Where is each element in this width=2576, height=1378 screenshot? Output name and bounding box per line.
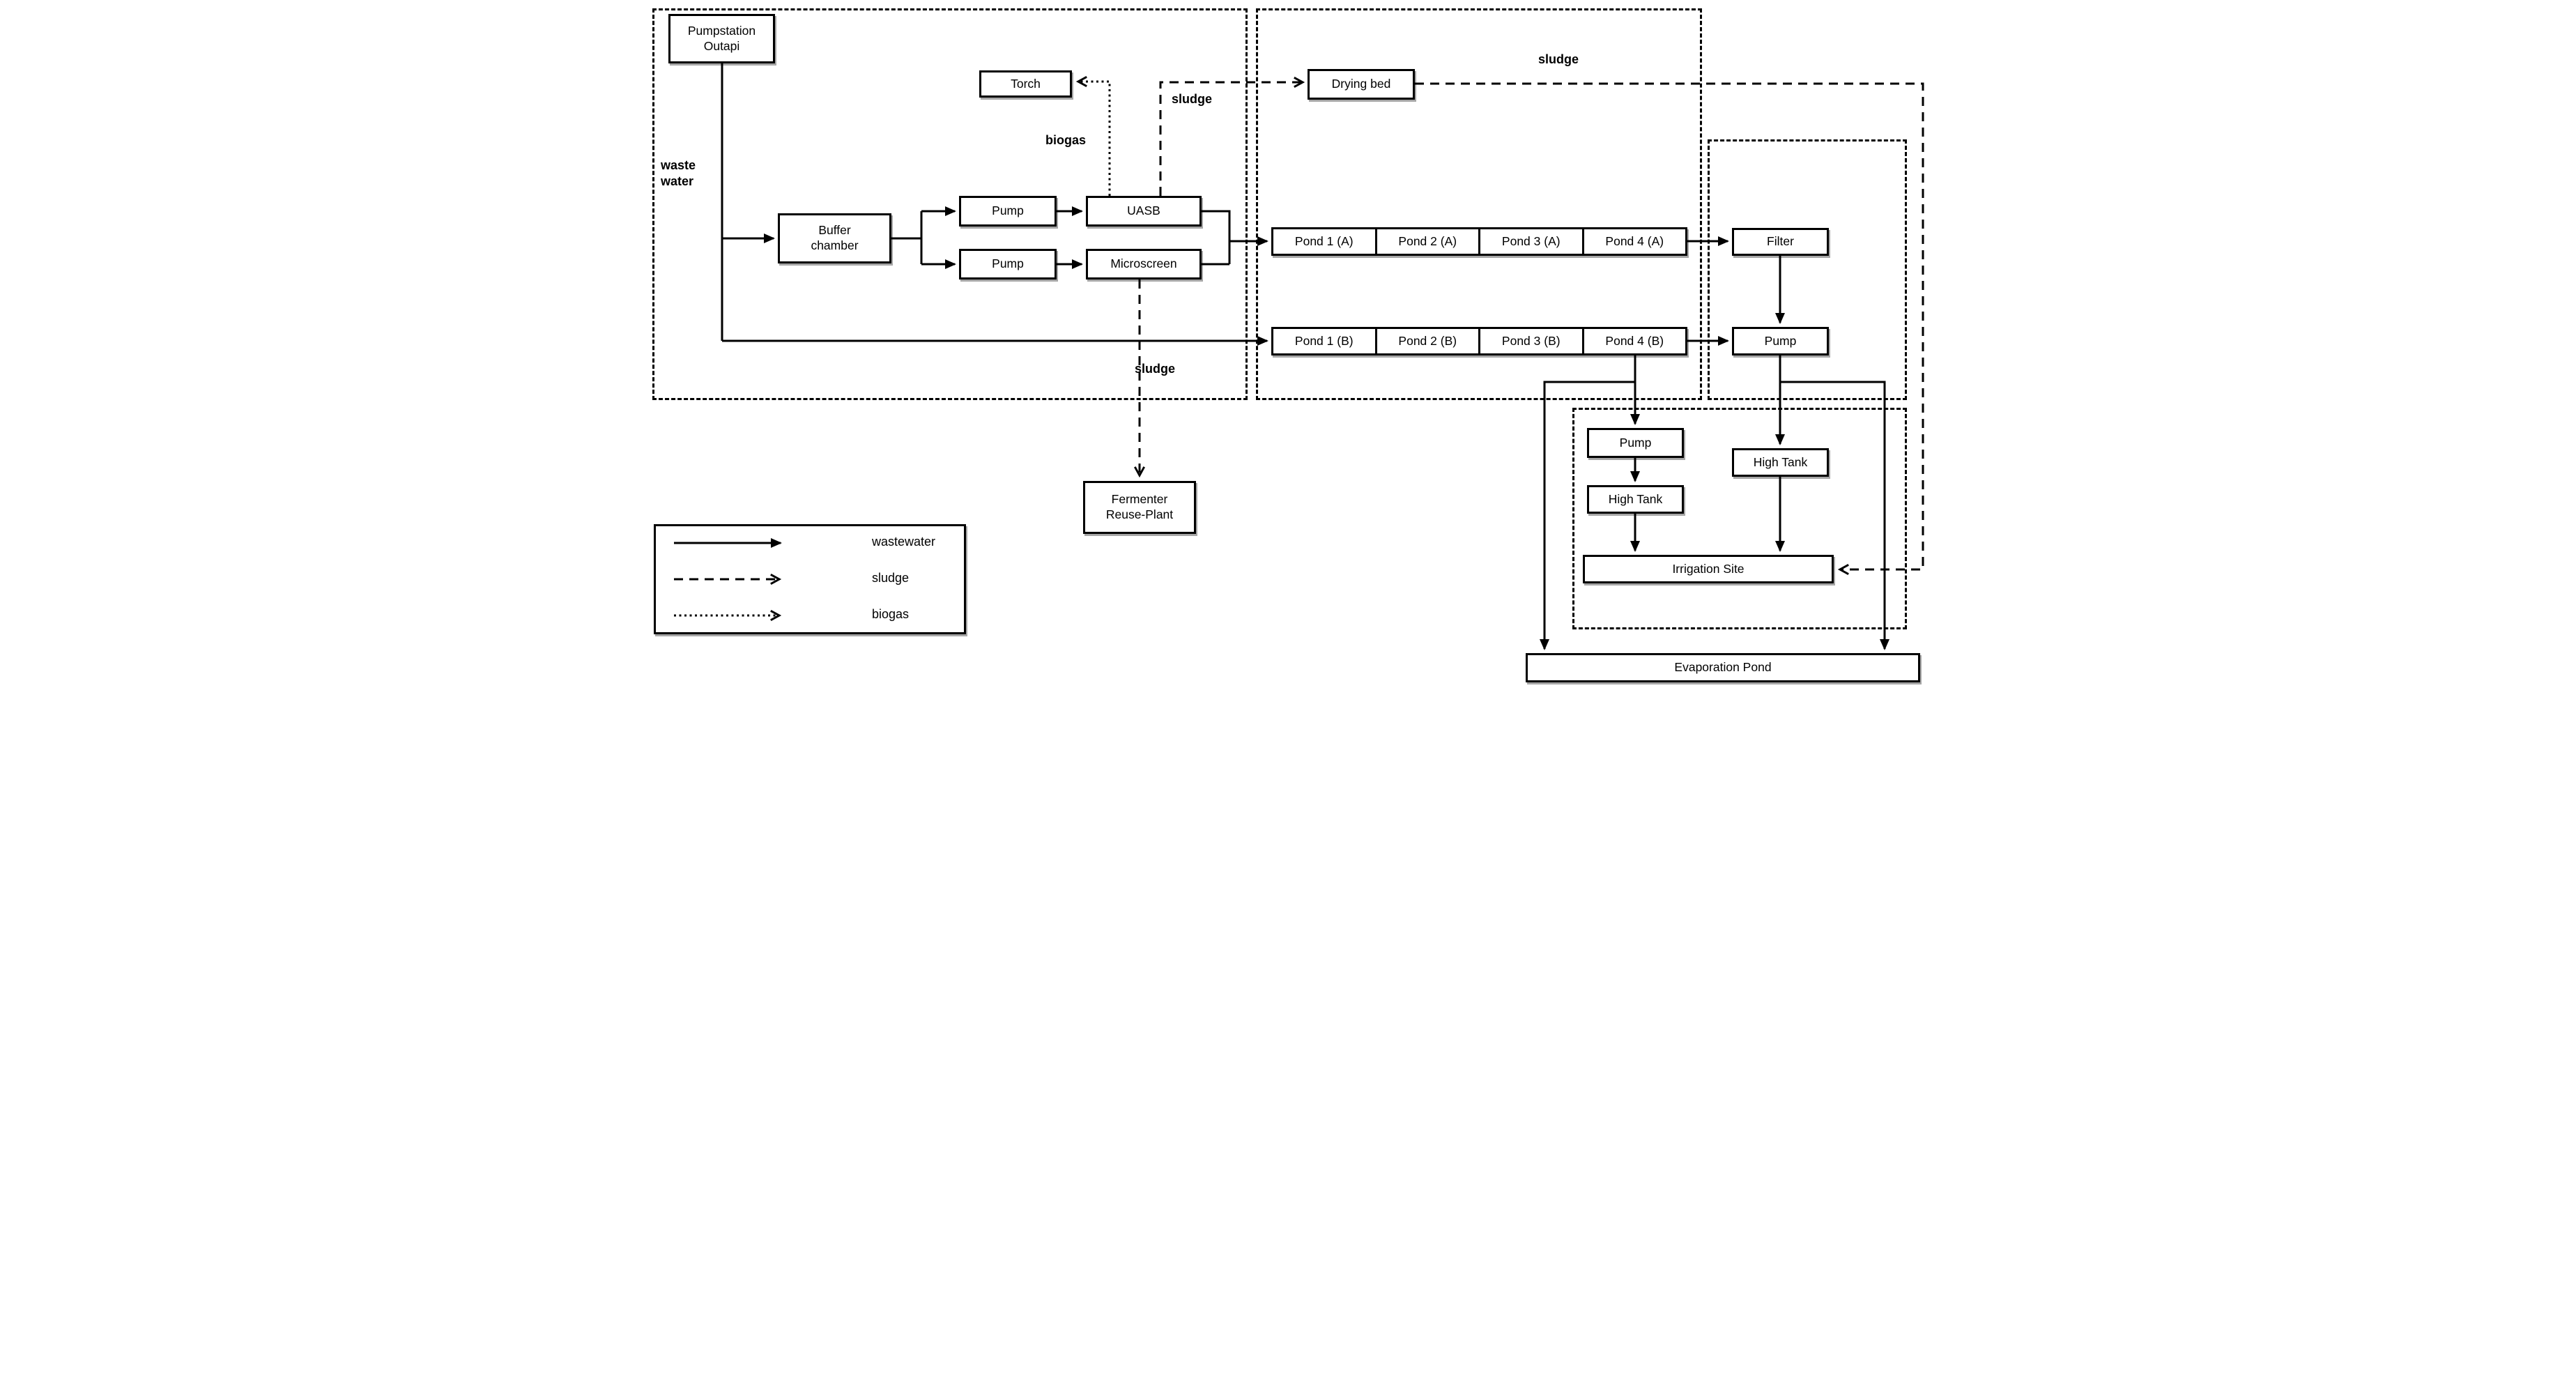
node-pond-2a: Pond 2 (A) (1374, 227, 1480, 256)
label-sludge-uasb: sludge (1172, 92, 1213, 106)
node-torch: Torch (979, 70, 1072, 98)
node-pond-1a: Pond 1 (A) (1271, 227, 1377, 256)
node-pond-1b: Pond 1 (B) (1271, 327, 1377, 355)
legend-label-biogas: biogas (872, 607, 910, 621)
legend-box: wastewater sludge biogas (654, 524, 966, 634)
node-pump-after-filter: Pump (1732, 327, 1829, 355)
pretreatment-group-outline (652, 8, 1248, 400)
legend-row-sludge: sludge (656, 571, 968, 586)
legend-sludge-arrow-icon (674, 574, 782, 585)
node-pond-2b: Pond 2 (B) (1374, 327, 1480, 355)
node-pond-4b: Pond 4 (B) (1581, 327, 1687, 355)
node-pump-to-microscreen: Pump (959, 249, 1057, 280)
node-pump-to-uasb: Pump (959, 196, 1057, 227)
node-fermenter-reuse-plant: Fermenter Reuse-Plant (1083, 481, 1196, 534)
legend-label-wastewater: wastewater (872, 535, 936, 549)
label-sludge-drying: sludge (1538, 52, 1579, 66)
node-drying-bed: Drying bed (1308, 69, 1415, 100)
label-biogas: biogas (1045, 133, 1087, 147)
node-irrigation-site: Irrigation Site (1583, 555, 1834, 583)
node-pond-3b: Pond 3 (B) (1478, 327, 1584, 355)
node-high-tank-left: High Tank (1587, 485, 1684, 514)
node-pump-irrigation: Pump (1587, 428, 1684, 458)
node-pond-4a: Pond 4 (A) (1581, 227, 1687, 256)
node-microscreen: Microscreen (1086, 249, 1202, 280)
node-pumpstation-outapi: Pumpstation Outapi (668, 14, 775, 63)
process-flow-diagram: Pumpstation Outapi Torch Buffer chamber … (644, 0, 1932, 689)
legend-label-sludge: sludge (872, 571, 910, 585)
label-sludge-microscreen: sludge (1135, 362, 1176, 376)
node-high-tank-right: High Tank (1732, 448, 1829, 477)
legend-wastewater-arrow-icon (674, 538, 782, 548)
legend-row-biogas: biogas (656, 607, 968, 622)
node-evaporation-pond: Evaporation Pond (1526, 653, 1920, 682)
legend-biogas-arrow-icon (674, 610, 782, 621)
node-filter: Filter (1732, 228, 1829, 256)
pond-row-a: Pond 1 (A) Pond 2 (A) Pond 3 (A) Pond 4 … (1271, 227, 1687, 256)
label-wastewater-input: waste water (661, 158, 696, 189)
node-buffer-chamber: Buffer chamber (778, 213, 891, 263)
node-pond-3a: Pond 3 (A) (1478, 227, 1584, 256)
legend-row-wastewater: wastewater (656, 535, 968, 550)
node-uasb: UASB (1086, 196, 1202, 227)
pond-row-b: Pond 1 (B) Pond 2 (B) Pond 3 (B) Pond 4 … (1271, 327, 1687, 355)
filter-group-outline (1708, 139, 1907, 400)
